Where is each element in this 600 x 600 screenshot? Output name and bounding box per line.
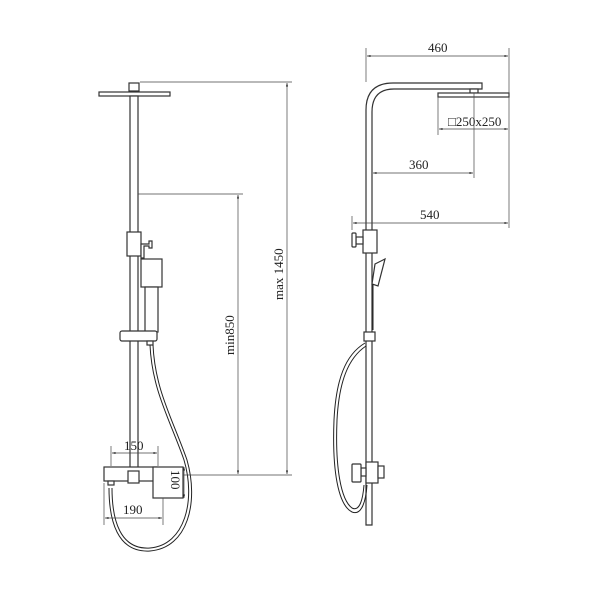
head-cap xyxy=(128,82,140,92)
mixer-stem xyxy=(360,467,367,477)
diverter-handle xyxy=(140,240,153,259)
slider-bar xyxy=(363,331,376,342)
diverter-knob xyxy=(351,232,357,248)
hand-shower-head xyxy=(140,258,163,288)
mixer-center-box xyxy=(127,470,140,484)
mixer-connector xyxy=(365,461,379,484)
mixer-knob xyxy=(351,463,362,483)
dim-label-spacing: 150 xyxy=(124,438,144,453)
hose-outline xyxy=(108,344,193,552)
dim-label-head-size: □250x250 xyxy=(448,114,501,129)
diverter-box xyxy=(126,231,142,257)
diverter-stem xyxy=(355,236,364,245)
front-view: max 1450 min850 150 100 190 xyxy=(98,81,292,552)
shower-head xyxy=(437,92,510,98)
hose xyxy=(333,342,368,514)
mixer-outlet xyxy=(377,465,385,479)
hose-outline xyxy=(336,345,367,510)
dim-label-total-reach: 540 xyxy=(420,207,440,222)
dim-label-min-height: min850 xyxy=(222,315,237,355)
hand-shower-handle xyxy=(144,286,159,333)
shower-pole xyxy=(129,95,139,473)
hose-connector xyxy=(146,340,154,346)
shower-arm-pole xyxy=(365,82,483,526)
mixer-outlet xyxy=(107,480,115,486)
slider-bar xyxy=(119,330,158,342)
hand-shower xyxy=(371,257,386,287)
hose xyxy=(111,344,190,549)
dim-label-arm-reach: 360 xyxy=(409,157,429,172)
dim-label-max-height: max 1450 xyxy=(271,248,286,300)
diverter-box xyxy=(362,229,378,254)
side-view: 460 □250x250 360 540 xyxy=(333,40,510,526)
dim-label-width: 190 xyxy=(123,502,143,517)
dim-label-depth: 100 xyxy=(168,470,183,490)
dim-label-arm-span: 460 xyxy=(428,40,448,55)
